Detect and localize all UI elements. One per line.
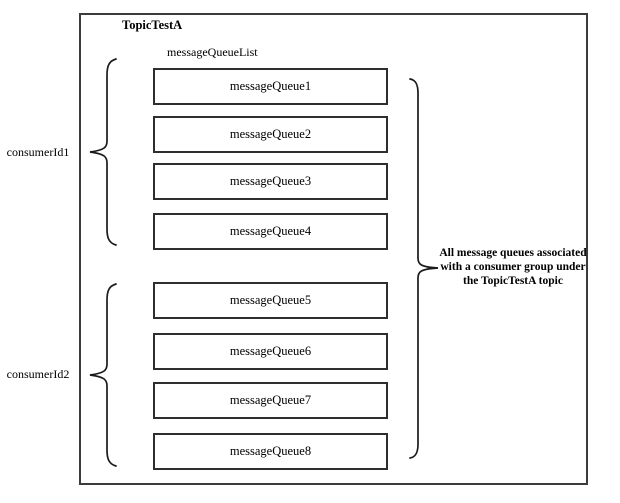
message-queue-box-4: messageQueue4: [153, 213, 388, 250]
message-queue-box-2: messageQueue2: [153, 116, 388, 153]
consumer-id2-brace-icon: [88, 283, 118, 467]
message-queue-box-8: messageQueue8: [153, 433, 388, 470]
annotation-text: All message queues associated with a con…: [437, 246, 589, 288]
consumer-id2-label: consumerId2: [6, 367, 70, 381]
message-queue-box-6: messageQueue6: [153, 333, 388, 370]
annotation-line-3: the TopicTestA topic: [463, 275, 563, 287]
consumer-id1-label: consumerId1: [6, 145, 70, 159]
message-queue-box-5: messageQueue5: [153, 282, 388, 319]
message-queue-box-1: messageQueue1: [153, 68, 388, 105]
message-queue-box-7: messageQueue7: [153, 382, 388, 419]
annotation-line-2: with a consumer group under: [440, 261, 586, 273]
topic-title: TopicTestA: [122, 18, 183, 32]
annotation-line-1: All message queues associated: [439, 247, 587, 259]
consumer-id1-brace-icon: [88, 58, 118, 246]
message-queue-list-label: messageQueueList: [167, 45, 258, 59]
annotation-brace-icon: [409, 78, 439, 459]
message-queue-box-3: messageQueue3: [153, 163, 388, 200]
